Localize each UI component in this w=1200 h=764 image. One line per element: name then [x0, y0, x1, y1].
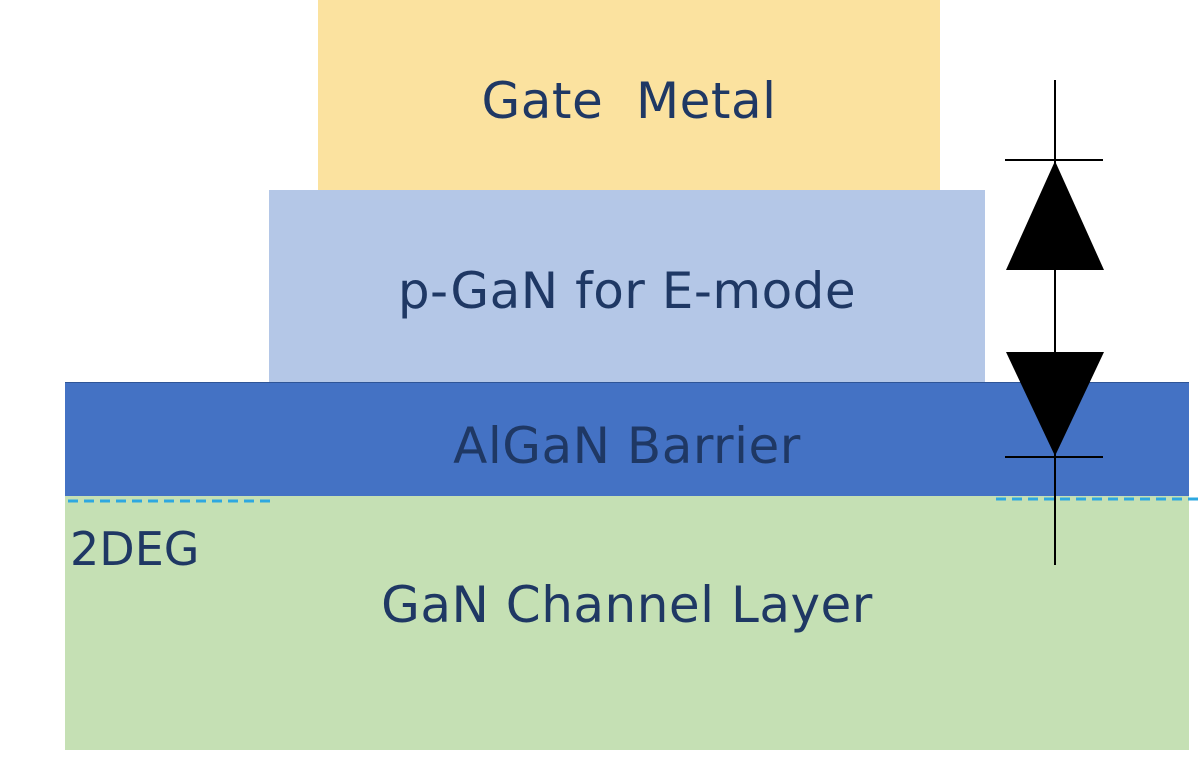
diode-down-triangle [1006, 352, 1104, 456]
back-to-back-diode-symbol [1005, 80, 1104, 565]
gan-channel-layer: GaN Channel Layer [65, 496, 1189, 750]
gate-metal-layer: Gate Metal [318, 0, 940, 190]
diode-up-triangle [1006, 161, 1104, 270]
p-gan-layer: p-GaN for E-mode [269, 190, 985, 382]
p-gan-label: p-GaN for E-mode [397, 262, 857, 320]
gan-channel-label: GaN Channel Layer [381, 576, 873, 634]
gate-metal-label: Gate Metal [481, 72, 777, 130]
algan-barrier-layer: AlGaN Barrier [65, 382, 1189, 496]
2deg-label: 2DEG [70, 522, 200, 576]
algan-barrier-label: AlGaN Barrier [453, 416, 801, 475]
